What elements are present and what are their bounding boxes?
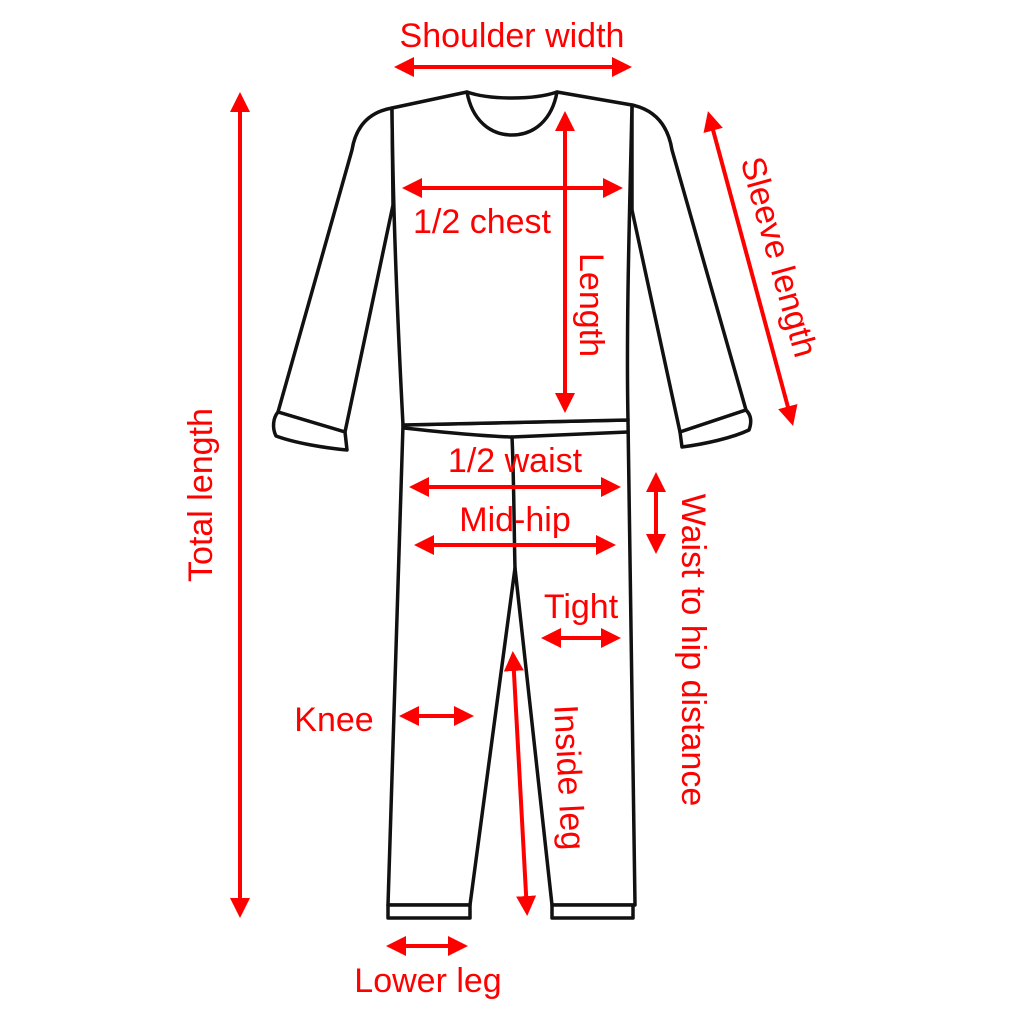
left-cuff — [271, 410, 349, 452]
inside-leg-label: Inside leg — [546, 704, 592, 851]
right-sleeve — [630, 103, 748, 434]
left-pant-cuff — [386, 903, 472, 920]
collar — [465, 90, 559, 100]
inside-leg-arrow — [503, 651, 537, 916]
shoulder-width-label: Shoulder width — [400, 17, 625, 55]
knee-label: Knee — [294, 701, 373, 739]
half-waist-label: 1/2 waist — [448, 442, 583, 480]
mid-hip-label: Mid-hip — [459, 501, 570, 539]
total-length-label: Total length — [182, 408, 220, 582]
lower-leg-label: Lower leg — [354, 962, 501, 1000]
sleeve-length-arrow — [703, 111, 798, 426]
tight-label: Tight — [544, 588, 619, 626]
annotations: Shoulder width Total length 1/2 chest Le… — [182, 17, 824, 1000]
right-pant-cuff — [550, 903, 635, 920]
waist-to-hip-label: Waist to hip distance — [674, 494, 712, 806]
length-label: Length — [572, 253, 610, 357]
waistband-line — [402, 426, 630, 439]
half-chest-label: 1/2 chest — [413, 203, 552, 241]
left-sleeve — [276, 106, 395, 434]
